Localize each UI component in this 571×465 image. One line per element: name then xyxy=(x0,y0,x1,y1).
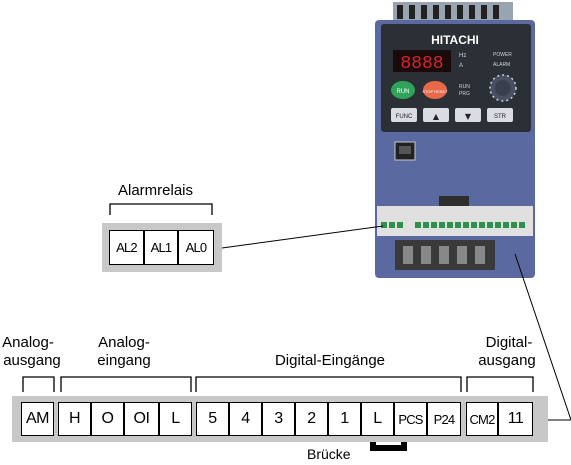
led-readout: 8888 xyxy=(400,54,443,74)
alarm-leader-line xyxy=(221,225,384,249)
terminal-screws xyxy=(381,222,525,228)
analog-out-bracket xyxy=(22,376,55,392)
indicator-power: POWER xyxy=(493,52,512,58)
terminal-2: 2 xyxy=(295,402,328,436)
run-button-label: RUN xyxy=(397,89,410,95)
func-key-label: FUNC xyxy=(396,114,413,120)
str-key[interactable] xyxy=(487,108,513,122)
func-key[interactable] xyxy=(391,108,417,122)
terminal-al0: AL0 xyxy=(178,230,214,265)
analog-in-bracket xyxy=(60,376,192,392)
str-key-label: STR xyxy=(494,114,507,120)
terminal-am: AM xyxy=(21,402,54,436)
terminal-h: H xyxy=(58,402,91,436)
digital-out-bracket xyxy=(466,376,534,392)
terminal-oi: OI xyxy=(124,402,159,436)
terminal-1: 1 xyxy=(328,402,361,436)
terminal-al1: AL1 xyxy=(144,230,178,265)
dip-switches xyxy=(439,196,469,208)
up-key-label: ▲ xyxy=(433,112,440,121)
down-key[interactable] xyxy=(455,108,481,122)
digital-out-label-2: ausgang xyxy=(478,352,536,369)
terminal-p24: P24 xyxy=(427,402,461,436)
analog-in-label-2: eingang xyxy=(97,352,151,369)
alarm-relay-label: Alarmrelais xyxy=(118,182,194,199)
bridge-label: Brücke xyxy=(307,446,351,462)
terminal-o: O xyxy=(91,402,124,436)
main-leader-line xyxy=(514,253,571,421)
unit-hz: Hz xyxy=(459,53,466,59)
terminal-l-digital: L xyxy=(361,402,394,436)
analog-in-label-1: Analog- xyxy=(98,334,150,351)
terminal-pcs: PCS xyxy=(394,402,427,436)
indicator-run: RUN xyxy=(459,84,470,90)
terminal-cm2: CM2 xyxy=(466,402,498,436)
stop-reset-button[interactable] xyxy=(423,81,447,99)
terminal-al2: AL2 xyxy=(109,230,144,265)
digital-in-bracket xyxy=(195,376,462,392)
run-button[interactable] xyxy=(391,81,415,99)
led-display xyxy=(393,50,451,72)
cooling-fins xyxy=(393,2,513,24)
terminal-block xyxy=(377,206,533,236)
alarm-bracket xyxy=(109,203,213,215)
up-key[interactable] xyxy=(423,108,449,122)
indicator-prg: PRG xyxy=(459,91,470,97)
unit-a: A xyxy=(459,63,463,69)
indicator-alarm: ALARM xyxy=(493,62,510,68)
brand-logo: HITACHI xyxy=(431,33,479,47)
analog-out-label-1: Analog- xyxy=(2,334,54,351)
terminal-5: 5 xyxy=(196,402,229,436)
stop-reset-label: STOP RESET xyxy=(422,89,448,94)
inverter-photo: HITACHI 8888 Hz A POWER ALARM RUN STOP R… xyxy=(355,0,551,283)
down-key-label: ▼ xyxy=(465,112,472,121)
digital-out-label-1: Digital- xyxy=(485,334,533,351)
terminal-l-analog: L xyxy=(159,402,192,436)
digital-in-label: Digital-Eingänge xyxy=(274,352,386,369)
analog-out-label-2: ausgang xyxy=(3,352,61,369)
terminal-3: 3 xyxy=(262,402,295,436)
terminal-11: 11 xyxy=(498,402,533,436)
terminal-4: 4 xyxy=(229,402,262,436)
